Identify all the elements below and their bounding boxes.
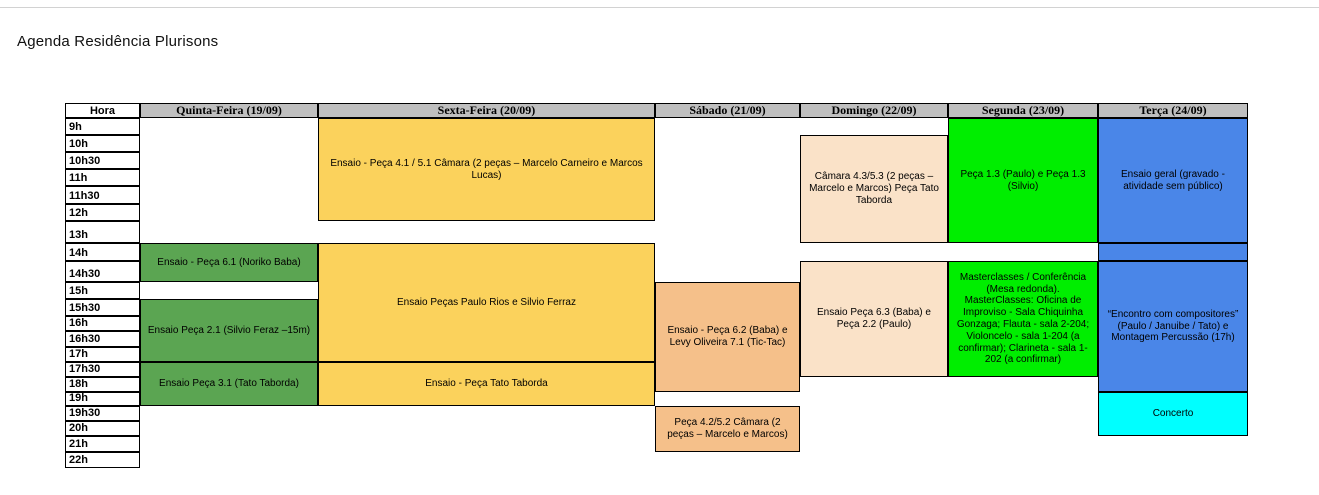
time-cell-20h: 20h (65, 421, 140, 436)
day-header-sabado: Sábado (21/09) (655, 103, 800, 118)
page-title: Agenda Residência Plurisons (17, 33, 219, 50)
day-header-terca: Terça (24/09) (1098, 103, 1248, 118)
event-terca-13: Ensaio geral (gravado - atividade sem pú… (1098, 118, 1248, 243)
event-sexta-4: Ensaio - Peça 4.1 / 5.1 Câmara (2 peças … (318, 118, 655, 221)
event-segunda-12: Masterclasses / Conferência (Mesa redond… (948, 261, 1098, 377)
time-cell-19h30: 19h30 (65, 406, 140, 421)
time-cell-15h: 15h (65, 282, 140, 299)
time-cell-12h: 12h (65, 204, 140, 221)
event-terca-14 (1098, 243, 1248, 261)
time-cell-18h: 18h (65, 377, 140, 392)
event-terca-15: “Encontro com compositores” (Paulo / Jan… (1098, 261, 1248, 392)
time-cell-13h: 13h (65, 221, 140, 243)
time-cell-21h: 21h (65, 436, 140, 452)
time-cell-9h: 9h (65, 118, 140, 135)
event-domingo-10: Ensaio Peça 6.3 (Baba) e Peça 2.2 (Paulo… (800, 261, 948, 377)
time-cell-16h30: 16h30 (65, 331, 140, 347)
event-sexta-5: Ensaio Peças Paulo Rios e Silvio Ferraz (318, 243, 655, 362)
top-divider (0, 7, 1319, 8)
event-sabado-7: Ensaio - Peça 6.2 (Baba) e Levy Oliveira… (655, 282, 800, 392)
event-sexta-6: Ensaio - Peça Tato Taborda (318, 362, 655, 406)
time-cell-11h: 11h (65, 169, 140, 186)
event-sabado-8: Peça 4.2/5.2 Câmara (2 peças – Marcelo e… (655, 406, 800, 452)
event-quinta-2: Ensaio Peça 2.1 (Silvio Feraz –15m) (140, 299, 318, 362)
hour-column-header: Hora (65, 103, 140, 118)
time-cell-15h30: 15h30 (65, 299, 140, 316)
day-header-segunda: Segunda (23/09) (948, 103, 1098, 118)
time-cell-14h: 14h (65, 243, 140, 261)
day-header-quinta: Quinta-Feira (19/09) (140, 103, 318, 118)
time-cell-19h: 19h (65, 392, 140, 406)
event-domingo-9: Câmara 4.3/5.3 (2 peças – Marcelo e Marc… (800, 135, 948, 243)
event-quinta-3: Ensaio Peça 3.1 (Tato Taborda) (140, 362, 318, 406)
day-header-sexta: Sexta-Feira (20/09) (318, 103, 655, 118)
day-header-domingo: Domingo (22/09) (800, 103, 948, 118)
time-cell-10h: 10h (65, 135, 140, 152)
time-cell-14h30: 14h30 (65, 261, 140, 282)
time-cell-17h30: 17h30 (65, 362, 140, 377)
time-cell-17h: 17h (65, 347, 140, 362)
event-segunda-11: Peça 1.3 (Paulo) e Peça 1.3 (Silvio) (948, 118, 1098, 243)
event-terca-16: Concerto (1098, 392, 1248, 436)
time-cell-11h30: 11h30 (65, 186, 140, 204)
time-cell-16h: 16h (65, 316, 140, 331)
time-cell-22h: 22h (65, 452, 140, 468)
event-quinta-1: Ensaio - Peça 6.1 (Noriko Baba) (140, 243, 318, 282)
time-cell-10h30: 10h30 (65, 152, 140, 169)
